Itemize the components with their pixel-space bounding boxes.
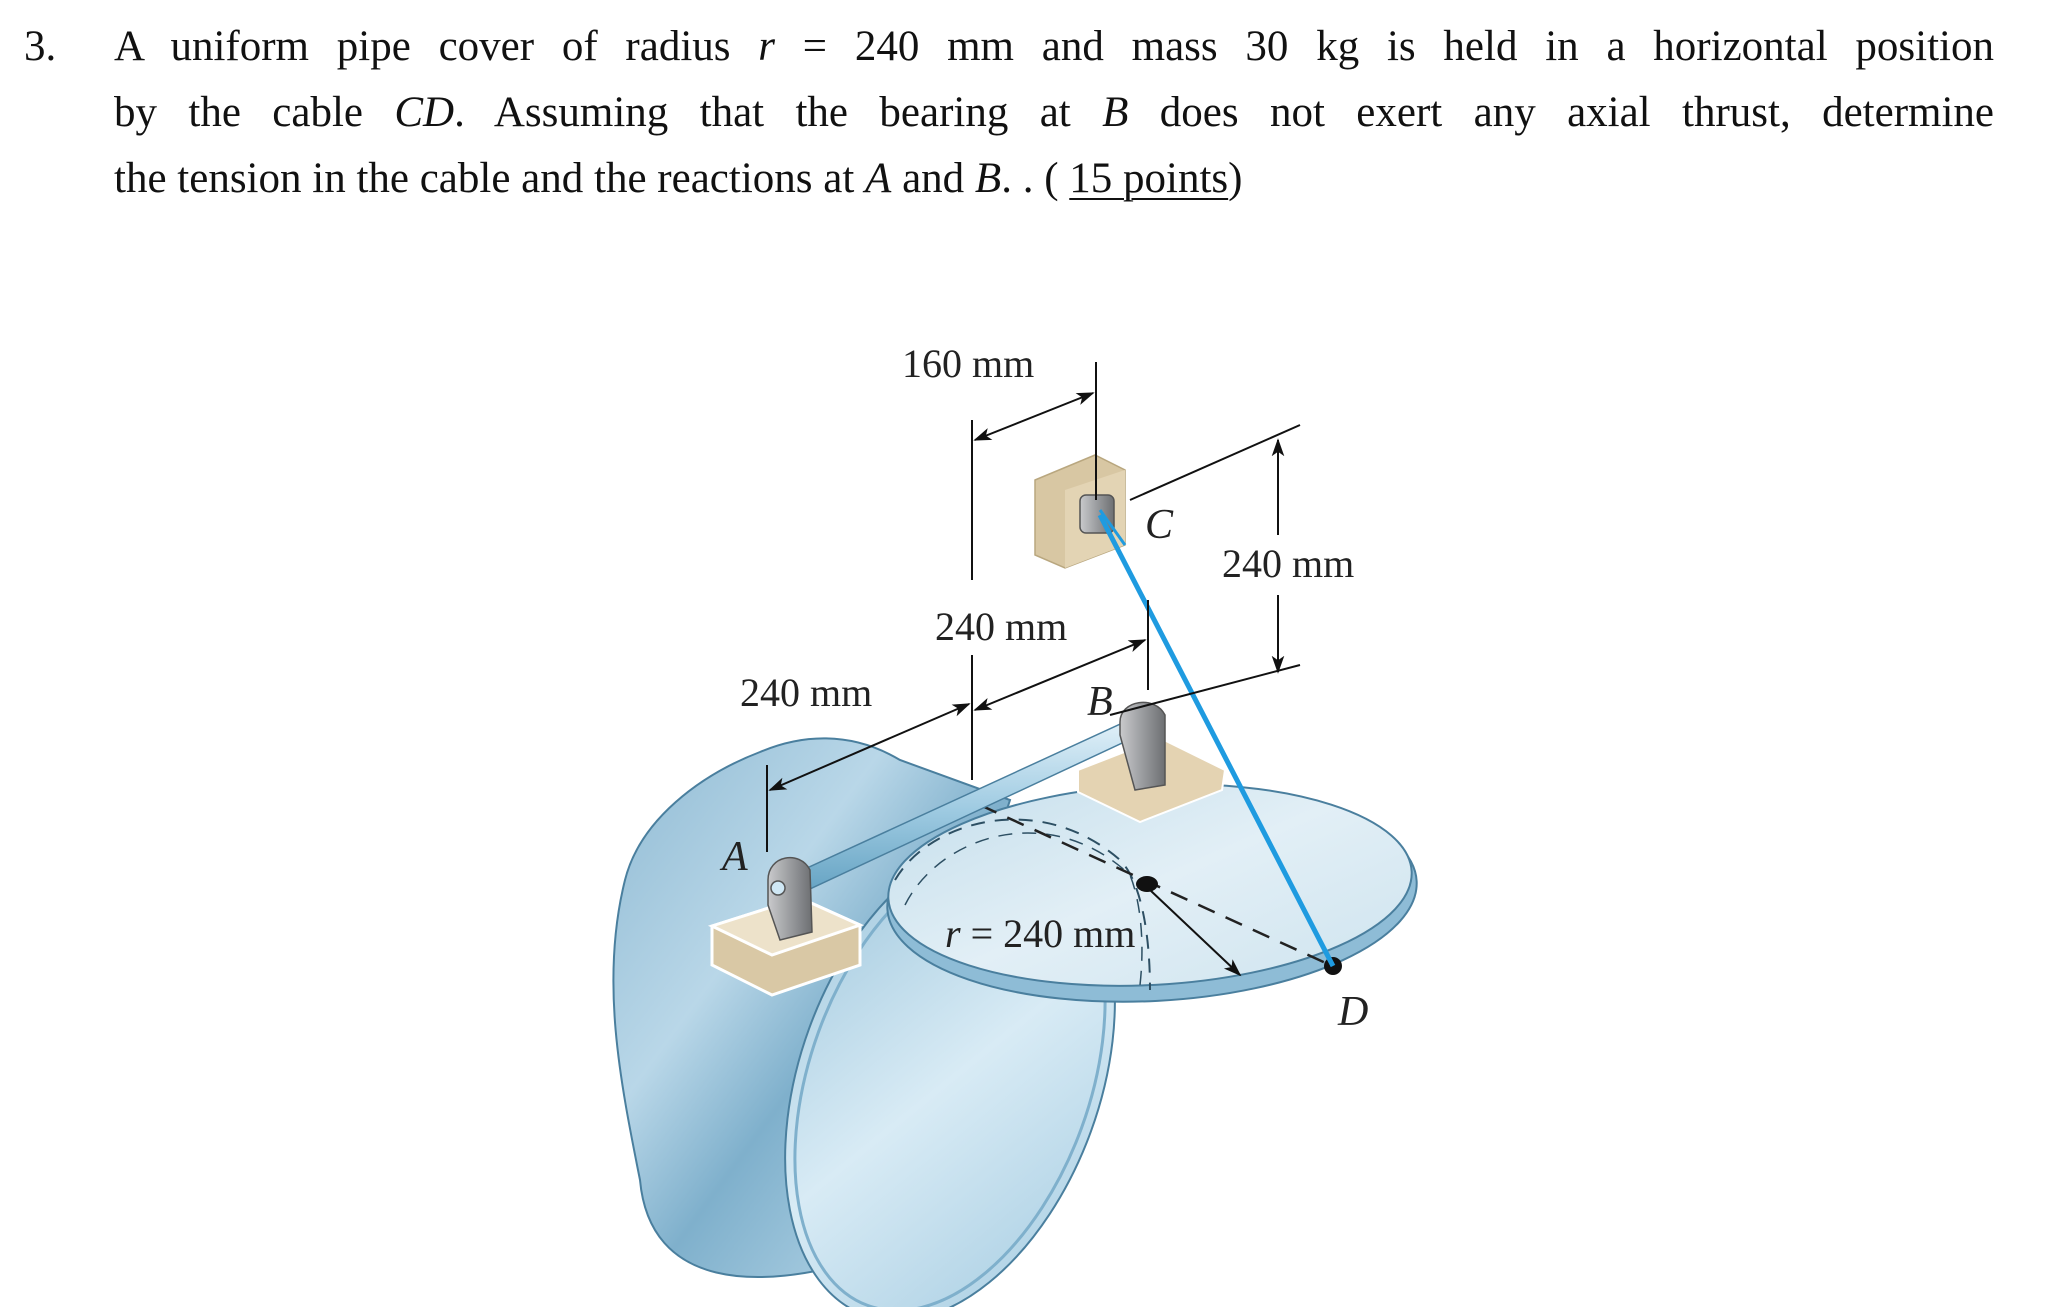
variable-r: r bbox=[758, 23, 776, 70]
problem-number: 3. bbox=[24, 23, 57, 70]
hidden-arc-2 bbox=[904, 832, 1143, 986]
cable-cd-split bbox=[1098, 509, 1127, 546]
label-d: D bbox=[1337, 989, 1368, 1035]
bearing-a-housing bbox=[767, 856, 813, 941]
dimension-lines bbox=[766, 362, 1301, 852]
variable-b: B bbox=[1102, 89, 1129, 136]
label-b: B bbox=[1087, 679, 1113, 725]
variable-b: B bbox=[974, 155, 1002, 202]
pipe-cover bbox=[886, 783, 1418, 1003]
bracket-c bbox=[1034, 454, 1126, 569]
cable-cd bbox=[1097, 513, 1336, 968]
dim-240-ab-lower-label: 240 mm bbox=[740, 670, 872, 715]
dim-240-ab-upper-label: 240 mm bbox=[935, 604, 1067, 649]
dim-160-label: 160 mm bbox=[902, 341, 1034, 386]
label-a: A bbox=[719, 834, 748, 880]
problem-text: A uniform pipe cover of radius r = 240 m… bbox=[114, 14, 1994, 212]
dim-240-vertical-label: 240 mm bbox=[1222, 541, 1354, 586]
bearing-a bbox=[707, 856, 865, 997]
point-labels: A B C D bbox=[719, 502, 1368, 1035]
hidden-arc bbox=[894, 818, 1151, 991]
variable-cd: CD bbox=[394, 89, 455, 136]
problem-line-3: the tension in the cable and the reactio… bbox=[114, 155, 1243, 202]
problem-line-1: A uniform pipe cover of radius r = 240 m… bbox=[114, 23, 1994, 70]
dimension-labels: 160 mm 240 mm 240 mm 240 mm r = 240 mm bbox=[740, 341, 1354, 956]
label-c: C bbox=[1145, 502, 1174, 548]
radius-arrow bbox=[1149, 889, 1242, 977]
bearing-a-hole bbox=[770, 880, 786, 896]
center-point bbox=[1136, 876, 1158, 892]
problem-line-2: by the cable CD. Assuming that the beari… bbox=[114, 89, 1994, 136]
points-value: 15 points bbox=[1069, 155, 1229, 202]
radius-label: r = 240 mm bbox=[945, 911, 1135, 956]
variable-a: A bbox=[865, 155, 892, 202]
bearing-b bbox=[1077, 701, 1227, 824]
